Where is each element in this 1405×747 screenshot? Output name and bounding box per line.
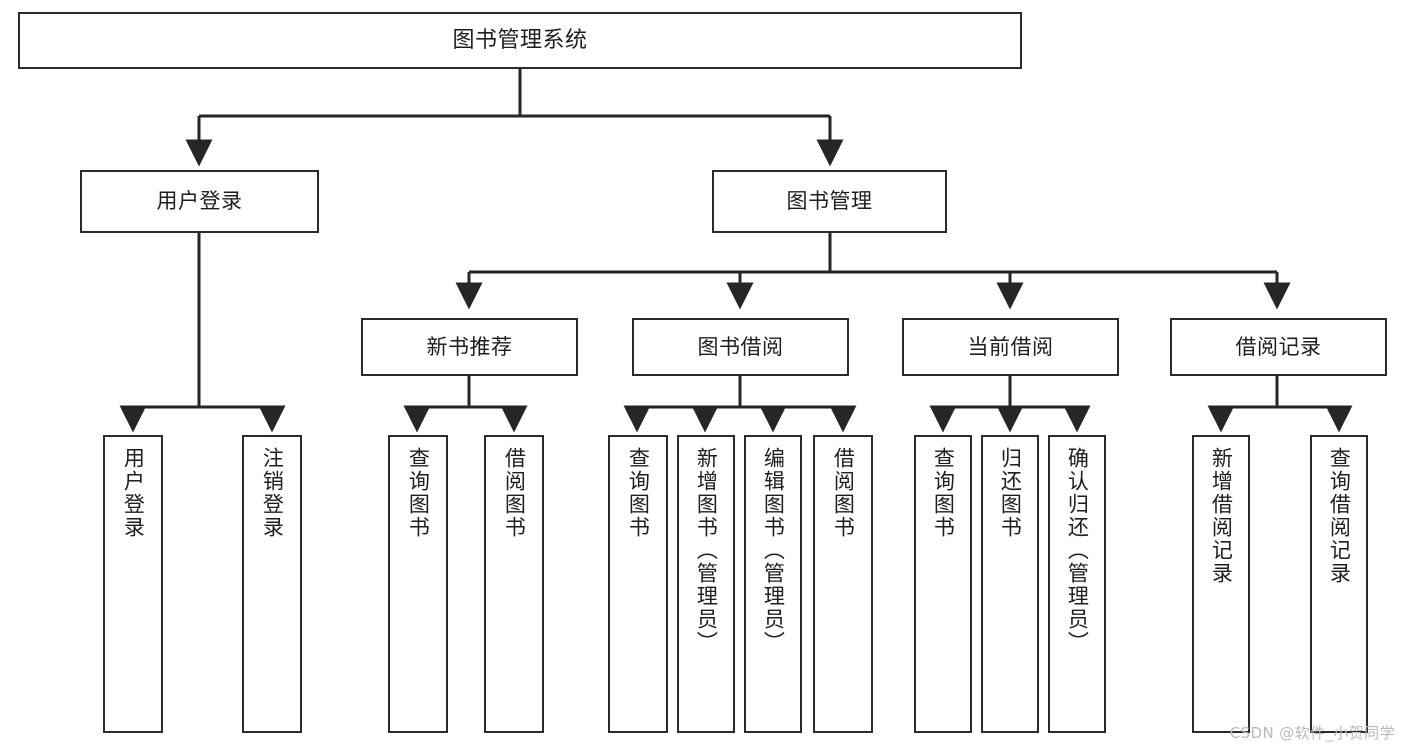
node-label: 查询图书: [931, 447, 956, 539]
watermark-text: CSDN @软件_小贺同学: [1229, 724, 1395, 742]
leaf-borrow-query-book[interactable]: 查询图书: [608, 435, 668, 733]
leaf-recommend-borrow-book[interactable]: 借阅图书: [484, 435, 544, 733]
leaf-current-return-book[interactable]: 归还图书: [981, 435, 1039, 733]
leaf-user-login-login[interactable]: 用户登录: [103, 435, 163, 733]
node-label: 新书推荐: [426, 334, 513, 359]
node-user-login[interactable]: 用户登录: [80, 170, 319, 233]
node-label: 查询图书: [626, 447, 651, 539]
leaf-current-query-book[interactable]: 查询图书: [914, 435, 972, 733]
node-label: 借阅图书: [502, 447, 527, 539]
node-label: 归还图书: [998, 447, 1023, 539]
leaf-record-add-record[interactable]: 新增借阅记录: [1192, 435, 1250, 733]
leaf-borrow-borrow-book[interactable]: 借阅图书: [813, 435, 873, 733]
node-label: 借阅记录: [1235, 334, 1322, 359]
node-label: 图书管理: [786, 189, 873, 214]
node-label: 用户登录: [156, 189, 243, 214]
node-root[interactable]: 图书管理系统: [18, 12, 1022, 69]
node-label: 查询借阅记录: [1327, 447, 1352, 585]
node-label: 当前借阅: [967, 334, 1054, 359]
leaf-borrow-edit-book-admin[interactable]: 编辑图书（管理员）: [744, 435, 802, 733]
node-label: 新增图书（管理员）: [694, 447, 719, 654]
node-label: 借阅图书: [831, 447, 856, 539]
leaf-current-confirm-return-admin[interactable]: 确认归还（管理员）: [1048, 435, 1106, 733]
node-current-borrow[interactable]: 当前借阅: [902, 318, 1119, 376]
node-book-borrow[interactable]: 图书借阅: [632, 318, 849, 376]
node-book-management[interactable]: 图书管理: [712, 170, 947, 233]
node-label: 注销登录: [260, 447, 285, 539]
node-label: 用户登录: [121, 447, 146, 539]
node-label: 图书借阅: [697, 334, 784, 359]
node-label: 新增借阅记录: [1209, 447, 1234, 585]
leaf-recommend-query-book[interactable]: 查询图书: [388, 435, 448, 733]
node-borrow-record[interactable]: 借阅记录: [1170, 318, 1387, 376]
leaf-borrow-add-book-admin[interactable]: 新增图书（管理员）: [677, 435, 735, 733]
node-label: 确认归还（管理员）: [1065, 447, 1090, 654]
node-new-book-recommend[interactable]: 新书推荐: [361, 318, 578, 376]
leaf-record-query-record[interactable]: 查询借阅记录: [1310, 435, 1368, 733]
node-label: 查询图书: [406, 447, 431, 539]
leaf-user-login-logout[interactable]: 注销登录: [242, 435, 302, 733]
node-label: 图书管理系统: [452, 27, 588, 53]
node-label: 编辑图书（管理员）: [761, 447, 786, 654]
